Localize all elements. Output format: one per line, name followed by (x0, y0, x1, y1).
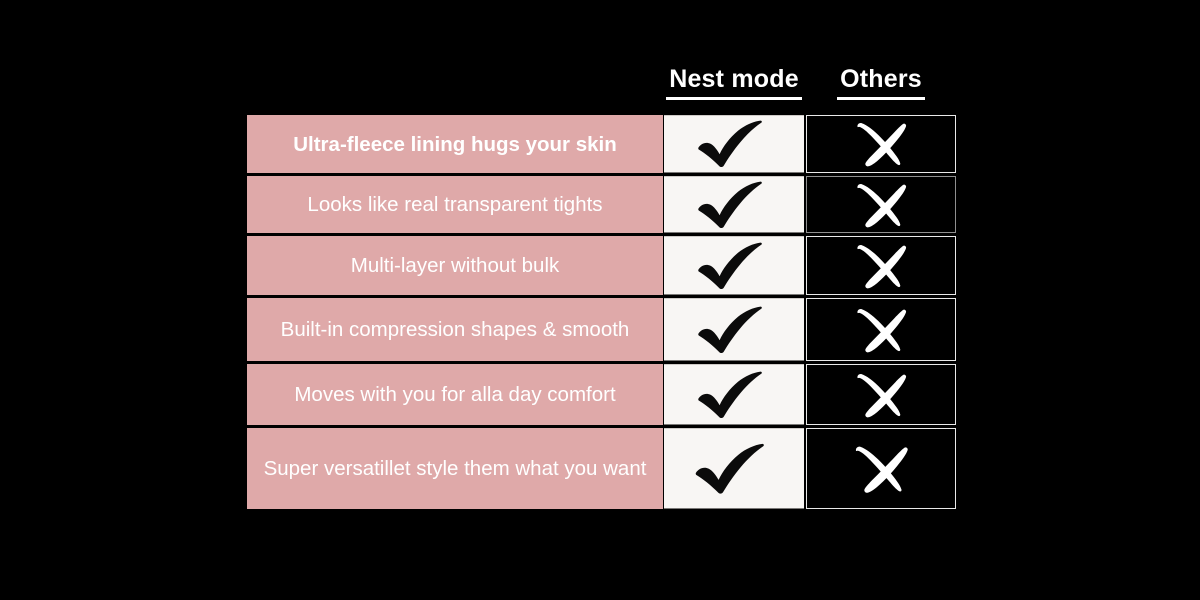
nest-mode-cell (664, 364, 804, 425)
column-headers: Nest mode Others (0, 64, 1200, 104)
others-cell (806, 364, 956, 425)
feature-cell: Super versatillet style them what you wa… (247, 428, 663, 509)
feature-cell: Ultra-fleece lining hugs your skin (247, 115, 663, 173)
column-header-nest-mode-label: Nest mode (666, 64, 802, 100)
check-icon (698, 371, 762, 418)
check-icon (698, 306, 762, 353)
table-row: Moves with you for alla day comfort (247, 364, 956, 425)
feature-cell: Moves with you for alla day comfort (247, 364, 663, 425)
column-header-nest-mode: Nest mode (663, 64, 805, 100)
nest-mode-cell (664, 236, 804, 295)
table-row: Ultra-fleece lining hugs your skin (247, 115, 956, 173)
cross-icon (857, 373, 907, 417)
others-cell (806, 236, 956, 295)
feature-cell: Looks like real transparent tights (247, 176, 663, 233)
column-header-others: Others (806, 64, 956, 100)
others-cell (806, 115, 956, 173)
table-row: Looks like real transparent tights (247, 176, 956, 233)
nest-mode-cell (664, 115, 804, 173)
table-row: Built-in compression shapes & smooth (247, 298, 956, 361)
column-header-others-label: Others (837, 64, 925, 100)
feature-cell: Multi-layer without bulk (247, 236, 663, 295)
cross-icon (857, 308, 907, 352)
others-cell (806, 298, 956, 361)
cross-icon (855, 446, 908, 493)
check-icon (698, 242, 762, 289)
nest-mode-cell (664, 298, 804, 361)
check-icon (698, 120, 762, 168)
cross-icon (857, 244, 907, 288)
others-cell (806, 428, 956, 509)
cross-icon (857, 183, 907, 227)
comparison-table: Ultra-fleece lining hugs your skin Looks… (247, 115, 956, 509)
nest-mode-cell (664, 176, 804, 233)
check-icon (695, 443, 764, 494)
table-row: Super versatillet style them what you wa… (247, 428, 956, 509)
table-row: Multi-layer without bulk (247, 236, 956, 295)
cross-icon (857, 123, 907, 167)
feature-cell: Built-in compression shapes & smooth (247, 298, 663, 361)
nest-mode-cell (664, 428, 804, 509)
others-cell (806, 176, 956, 233)
check-icon (698, 181, 762, 228)
